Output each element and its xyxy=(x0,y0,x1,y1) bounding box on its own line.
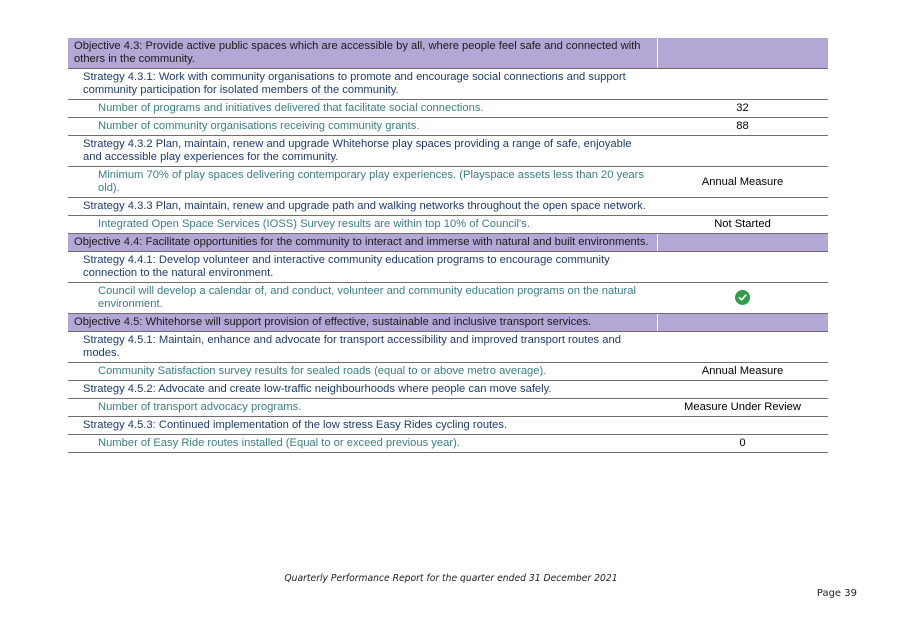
row-value: 88 xyxy=(657,117,828,136)
row-label: Number of Easy Ride routes installed (Eq… xyxy=(68,434,657,453)
row-value xyxy=(657,68,828,100)
strategy-row: Strategy 4.5.1: Maintain, enhance and ad… xyxy=(68,331,828,363)
row-label: Number of community organisations receiv… xyxy=(68,117,657,136)
row-value: 32 xyxy=(657,99,828,118)
row-label: Council will develop a calendar of, and … xyxy=(68,282,657,314)
row-value xyxy=(657,251,828,283)
strategy-row: Strategy 4.3.1: Work with community orga… xyxy=(68,68,828,100)
measure-row: Community Satisfaction survey results fo… xyxy=(68,362,828,381)
objective-row: Objective 4.5: Whitehorse will support p… xyxy=(68,313,828,332)
row-label: Strategy 4.3.1: Work with community orga… xyxy=(68,68,657,100)
row-label: Strategy 4.5.3: Continued implementation… xyxy=(68,416,657,435)
row-value xyxy=(656,38,828,69)
footer-caption: Quarterly Performance Report for the qua… xyxy=(284,573,618,584)
measure-row: Integrated Open Space Services (IOSS) Su… xyxy=(68,215,828,234)
row-value: Annual Measure xyxy=(657,166,828,198)
measure-row: Council will develop a calendar of, and … xyxy=(68,282,828,314)
row-value xyxy=(657,416,828,435)
measure-row: Minimum 70% of play spaces delivering co… xyxy=(68,166,828,198)
objective-row: Objective 4.3: Provide active public spa… xyxy=(68,38,828,69)
strategy-row: Strategy 4.5.3: Continued implementation… xyxy=(68,416,828,435)
row-label: Strategy 4.3.3 Plan, maintain, renew and… xyxy=(68,197,657,216)
row-value: Annual Measure xyxy=(657,362,828,381)
objective-row: Objective 4.4: Facilitate opportunities … xyxy=(68,233,828,252)
strategy-row: Strategy 4.3.2 Plan, maintain, renew and… xyxy=(68,135,828,167)
measure-row: Number of community organisations receiv… xyxy=(68,117,828,136)
measure-row: Number of programs and initiatives deliv… xyxy=(68,99,828,118)
row-value xyxy=(656,313,828,332)
strategy-row: Strategy 4.4.1: Develop volunteer and in… xyxy=(68,251,828,283)
measure-row: Number of transport advocacy programs. M… xyxy=(68,398,828,417)
row-label: Objective 4.3: Provide active public spa… xyxy=(68,38,657,69)
measure-row: Number of Easy Ride routes installed (Eq… xyxy=(68,434,828,453)
row-value: Measure Under Review xyxy=(657,398,828,417)
row-label: Strategy 4.5.1: Maintain, enhance and ad… xyxy=(68,331,657,363)
row-status xyxy=(657,282,828,314)
status-indicator xyxy=(735,290,750,305)
row-label: Objective 4.4: Facilitate opportunities … xyxy=(68,233,657,252)
strategy-row: Strategy 4.5.2: Advocate and create low-… xyxy=(68,380,828,399)
row-label: Strategy 4.4.1: Develop volunteer and in… xyxy=(68,251,657,283)
row-label: Objective 4.5: Whitehorse will support p… xyxy=(68,313,657,332)
check-circle-icon xyxy=(735,290,750,305)
row-label: Strategy 4.3.2 Plan, maintain, renew and… xyxy=(68,135,657,167)
row-label: Number of transport advocacy programs. xyxy=(68,398,657,417)
strategy-row: Strategy 4.3.3 Plan, maintain, renew and… xyxy=(68,197,828,216)
performance-table: Objective 4.3: Provide active public spa… xyxy=(68,38,828,453)
row-value xyxy=(657,197,828,216)
row-label: Number of programs and initiatives deliv… xyxy=(68,99,657,118)
row-label: Strategy 4.5.2: Advocate and create low-… xyxy=(68,380,657,399)
row-label: Community Satisfaction survey results fo… xyxy=(68,362,657,381)
row-label: Integrated Open Space Services (IOSS) Su… xyxy=(68,215,657,234)
row-value: Not Started xyxy=(657,215,828,234)
row-value xyxy=(657,331,828,363)
row-label: Minimum 70% of play spaces delivering co… xyxy=(68,166,657,198)
row-value xyxy=(657,380,828,399)
page-number: Page 39 xyxy=(816,588,857,599)
row-value: 0 xyxy=(657,434,828,453)
row-value xyxy=(656,233,828,252)
row-value xyxy=(657,135,828,167)
